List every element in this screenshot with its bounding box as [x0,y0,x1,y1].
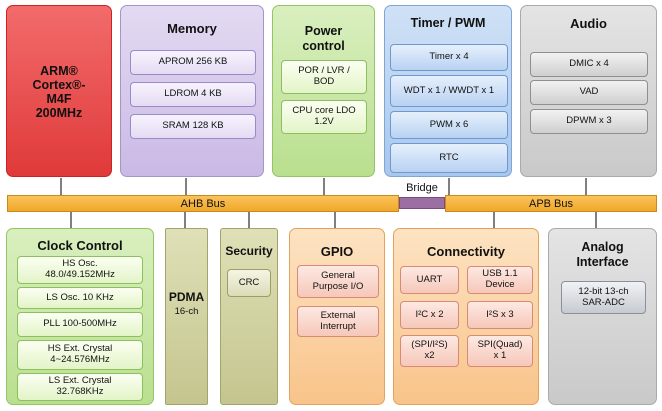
connectivity-item: USB 1.1 Device [467,266,533,294]
gpio-block: GPIO General Purpose I/O External Interr… [289,228,385,405]
analog-interface-title: Analog Interface [576,240,629,269]
power-item: CPU core LDO 1.2V [281,100,367,134]
cpu-bus-wire [60,178,62,196]
timer-item: WDT x 1 / WWDT x 1 [390,75,508,107]
memory-title: Memory [167,21,217,36]
audio-bus-wire [585,178,587,196]
memory-item: LDROM 4 KB [130,82,256,107]
analog-item: 12-bit 13-ch SAR-ADC [561,281,646,314]
analog-interface-block: Analog Interface 12-bit 13-ch SAR-ADC [548,228,657,405]
memory-block: Memory APROM 256 KB LDROM 4 KB SRAM 128 … [120,5,264,177]
clock-item: LS Osc. 10 KHz [17,287,143,309]
clock-bus-wire [70,212,72,228]
power-control-block: Power control POR / LVR / BOD CPU core L… [272,5,375,177]
pdma-title: PDMA [168,290,205,304]
security-title: Security [225,244,273,258]
connectivity-block: Connectivity UART USB 1.1 Device I²C x 2… [393,228,539,405]
timer-pwm-block: Timer / PWM Timer x 4 WDT x 1 / WWDT x 1… [384,5,512,177]
connectivity-item: UART [400,266,459,294]
ahb-bus: AHB Bus [7,195,399,212]
clock-item: PLL 100-500MHz [17,312,143,337]
gpio-item: External Interrupt [297,306,379,337]
pdma-block: PDMA 16-ch [165,228,208,405]
clock-control-title: Clock Control [37,238,123,253]
audio-item: DMIC x 4 [530,52,648,77]
bridge [399,197,445,209]
connectivity-item: I²S x 3 [467,301,533,329]
memory-bus-wire [185,178,187,196]
bridge-label: Bridge [406,182,438,194]
audio-item: VAD [530,80,648,105]
gpio-bus-wire [334,212,336,228]
timer-item: RTC [390,143,508,173]
timer-item: PWM x 6 [390,111,508,139]
power-control-title: Power control [302,24,345,53]
power-item: POR / LVR / BOD [281,60,367,94]
security-block: Security CRC [220,228,278,405]
clock-item: HS Osc. 48.0/49.152MHz [17,256,143,284]
cpu-label: ARM® Cortex®- M4F 200MHz [32,64,86,120]
memory-item: SRAM 128 KB [130,114,256,139]
audio-item: DPWM x 3 [530,109,648,134]
pdma-channels: 16-ch [174,306,199,317]
power-bus-wire [323,178,325,196]
gpio-item: General Purpose I/O [297,265,379,298]
clock-control-block: Clock Control HS Osc. 48.0/49.152MHz LS … [6,228,154,405]
connectivity-item: (SPI/I²S) x2 [400,335,459,367]
audio-block: Audio DMIC x 4 VAD DPWM x 3 [520,5,657,177]
memory-item: APROM 256 KB [130,50,256,75]
timer-bus-wire [448,178,450,196]
pdma-bus-wire [184,212,186,228]
audio-title: Audio [570,16,607,31]
clock-item: HS Ext. Crystal 4~24.576MHz [17,340,143,370]
connectivity-item: SPI(Quad) x 1 [467,335,533,367]
clock-item: LS Ext. Crystal 32.768KHz [17,373,143,401]
timer-item: Timer x 4 [390,44,508,71]
cpu-block: ARM® Cortex®- M4F 200MHz [6,5,112,177]
connectivity-item: I²C x 2 [400,301,459,329]
apb-bus: APB Bus [445,195,657,212]
gpio-title: GPIO [320,244,354,259]
analog-bus-wire [595,212,597,228]
timer-pwm-title: Timer / PWM [410,16,486,30]
security-item: CRC [227,269,271,297]
connectivity-bus-wire [493,212,495,228]
connectivity-title: Connectivity [426,244,505,259]
security-bus-wire [248,212,250,228]
